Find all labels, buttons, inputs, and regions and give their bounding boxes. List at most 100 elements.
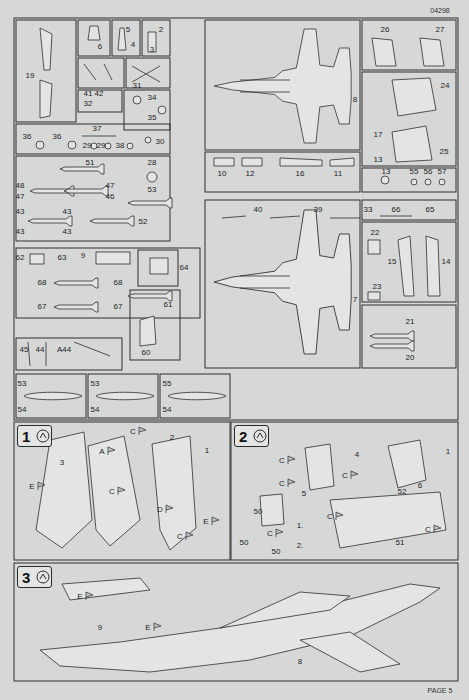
callout-number: 13 (381, 168, 392, 176)
callout-number: 67 (37, 303, 48, 311)
callout-number: 9 (80, 252, 86, 260)
callout-number: 1 (204, 447, 210, 455)
step-icon (36, 570, 50, 584)
color-callout: C (108, 488, 116, 496)
callout-number: 53 (17, 380, 28, 388)
color-callout: C (326, 513, 334, 521)
callout-number: 3 (59, 459, 65, 467)
callout-number: 52 (138, 218, 149, 226)
callout-number: 68 (37, 279, 48, 287)
callout-number: 31 (132, 82, 143, 90)
callout-number: 39 (313, 206, 324, 214)
color-flag (154, 623, 161, 631)
callout-number: 10 (217, 170, 228, 178)
color-flag (288, 456, 295, 464)
callout-number: 68 (113, 279, 124, 287)
callout-number: 36 (22, 133, 33, 141)
callout-number: 36 (52, 133, 63, 141)
callout-number: 51 (395, 539, 406, 547)
color-callout: C (341, 472, 349, 480)
callout-number: 1. (296, 522, 305, 530)
callout-number: 30 (155, 138, 166, 146)
callout-number: 29 (82, 142, 93, 150)
callout-number: 47 (105, 182, 116, 190)
callout-number: 61 (163, 301, 174, 309)
callout-number: 2 (169, 434, 175, 442)
callout-number: 5 (301, 490, 307, 498)
step-number-box: 2 (234, 425, 269, 447)
callout-number: 22 (370, 229, 381, 237)
color-flag (166, 505, 173, 513)
step-icon (253, 429, 267, 443)
callout-number: 2. (296, 542, 305, 550)
callout-number: 56 (423, 168, 434, 176)
callout-number: 50 (271, 548, 282, 556)
callout-number: 55 (409, 168, 420, 176)
page-code: 04298 (429, 7, 450, 14)
callout-number: 16 (295, 170, 306, 178)
callout-number: 27 (435, 26, 446, 34)
callout-number: 43 (62, 208, 73, 216)
step-number: 2 (239, 429, 247, 444)
callout-number: 43 (15, 208, 26, 216)
callout-number: 28 (147, 159, 158, 167)
callout-number: 38 (115, 142, 126, 150)
callout-number: 53 (90, 380, 101, 388)
callout-number: 67 (113, 303, 124, 311)
callout-number: 21 (405, 318, 416, 326)
callout-number: 63 (57, 254, 68, 262)
callout-number: 64 (179, 264, 190, 272)
callout-number: 11 (333, 170, 343, 178)
callout-number: 15 (387, 258, 398, 266)
callout-number: 8 (297, 658, 303, 666)
callout-number: 43 (15, 228, 26, 236)
callout-number: 52 (397, 488, 408, 496)
callout-number: 29 (96, 142, 107, 150)
color-callout: E (202, 518, 209, 526)
color-flag (38, 482, 45, 490)
callout-number: 66 (391, 206, 402, 214)
color-flag (108, 447, 115, 455)
color-callout: C (424, 526, 432, 534)
callout-number: 47 (15, 193, 26, 201)
callout-number: 14 (441, 258, 452, 266)
callout-number: 6 (97, 43, 103, 51)
color-callout: E (144, 624, 151, 632)
callout-number: 8 (352, 96, 358, 104)
step-number: 1 (22, 429, 30, 444)
callout-number: 60 (141, 349, 152, 357)
callout-number: 20 (405, 354, 416, 362)
step-number: 3 (22, 570, 30, 585)
callout-number: 57 (437, 168, 448, 176)
color-callout: C (266, 530, 274, 538)
color-flag (186, 532, 193, 540)
callout-number: 23 (372, 283, 383, 291)
callout-number: 9 (97, 624, 103, 632)
callout-number: 40 (253, 206, 264, 214)
callout-number: 17 (373, 131, 384, 139)
step-number-box: 3 (17, 566, 52, 588)
color-flag (212, 517, 219, 525)
callout-number: 65 (425, 206, 436, 214)
callout-number: 26 (380, 26, 391, 34)
color-flag (276, 529, 283, 537)
color-callout: A (98, 448, 105, 456)
callout-number: 41 (83, 90, 94, 98)
callout-number: 44 (35, 346, 46, 354)
callout-number: 46 (105, 193, 116, 201)
callout-number: 6 (417, 482, 423, 490)
color-flag (434, 525, 441, 533)
callout-number: 37 (92, 125, 103, 133)
callout-number: 50 (239, 539, 250, 547)
color-callout: D (156, 506, 164, 514)
callout-number: 13 (373, 156, 384, 164)
callout-number: 25 (439, 148, 450, 156)
color-flag (288, 479, 295, 487)
callout-number: 4 (354, 451, 360, 459)
color-callout: E (76, 593, 83, 601)
color-callout: C (278, 480, 286, 488)
color-flag (118, 487, 125, 495)
callout-number: 35 (147, 114, 158, 122)
callout-number: 7 (352, 296, 358, 304)
callout-number: 19 (25, 72, 36, 80)
